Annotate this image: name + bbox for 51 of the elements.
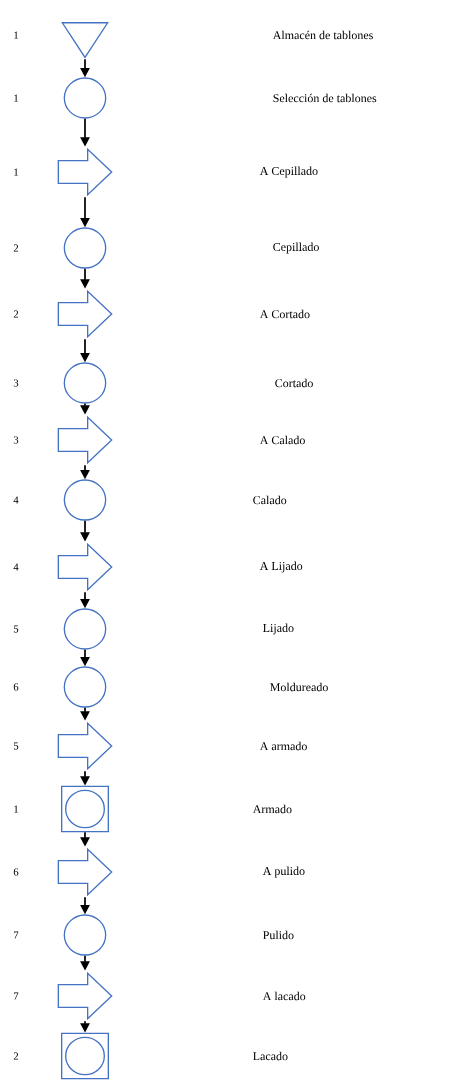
step-label: A Cortado: [259, 309, 310, 319]
flow-circle: [63, 608, 107, 650]
step-number: 7: [14, 992, 19, 1000]
step-label: Almacén de tablones: [272, 30, 373, 40]
boxed-circle: [61, 1032, 109, 1080]
step-number: 1: [14, 31, 18, 39]
step-label: A Lijado: [259, 561, 303, 573]
transport-symbol: [57, 147, 113, 197]
transport-symbol: [57, 847, 113, 897]
transport-symbol: [57, 721, 113, 771]
step-number: 5: [13, 742, 19, 750]
step-label: A armado: [259, 741, 307, 751]
step-number: 2: [13, 1052, 19, 1060]
transport-symbol: [57, 415, 113, 465]
step-number: 6: [13, 683, 19, 691]
step-label: Lacado: [253, 1051, 288, 1061]
flow-circle: [63, 227, 107, 269]
flow-circle: [63, 77, 107, 119]
boxed-circle: [61, 785, 109, 833]
step-number: 5: [13, 625, 19, 633]
step-label: A Cepillado: [259, 166, 318, 178]
step-number: 3: [13, 379, 19, 387]
step-number: 2: [13, 244, 19, 252]
step-label: Selección de tablones: [273, 93, 377, 103]
transport-symbol: [57, 542, 113, 592]
flow-triangle: [61, 22, 109, 59]
step-label: A pulido: [262, 866, 305, 878]
step-number: 4: [13, 496, 19, 504]
step-label: Cepillado: [273, 242, 319, 254]
step-number: 4: [13, 563, 19, 571]
step-label: Lijado: [263, 623, 294, 635]
step-number: 1: [14, 168, 18, 176]
step-number: 7: [14, 931, 19, 939]
step-label: Moldureado: [270, 682, 328, 692]
flow-circle: [63, 666, 107, 708]
transport-symbol: [57, 971, 113, 1021]
flow-circle: [63, 914, 107, 956]
step-label: A lacado: [262, 991, 306, 1001]
step-label: A Calado: [259, 435, 305, 445]
transport-symbol: [57, 289, 113, 339]
flow-circle: [63, 362, 107, 404]
step-number: 1: [14, 94, 18, 102]
step-number: 3: [13, 436, 19, 444]
step-label: Pulido: [263, 930, 294, 940]
step-number: 6: [13, 868, 19, 876]
step-number: 1: [14, 805, 18, 813]
step-label: Armado: [252, 804, 292, 814]
step-number: 2: [13, 310, 19, 318]
step-label: Cortado: [275, 378, 313, 388]
flow-circle: [63, 479, 107, 521]
step-label: Calado: [253, 495, 287, 505]
